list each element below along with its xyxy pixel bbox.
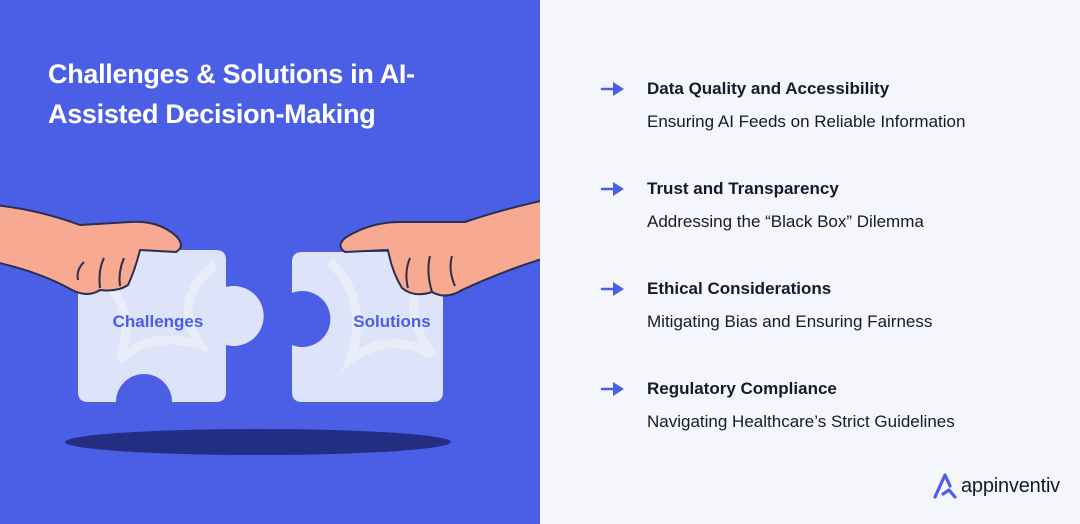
appinventiv-logo-icon <box>933 473 957 499</box>
page-title: Challenges & Solutions in AI- Assisted D… <box>48 54 478 134</box>
item-title: Regulatory Compliance <box>647 379 837 398</box>
arrow-right-icon <box>600 282 624 296</box>
right-panel: Data Quality and Accessibility Ensuring … <box>540 0 1080 524</box>
arrow-right-icon <box>600 382 624 396</box>
item-title: Data Quality and Accessibility <box>647 79 890 98</box>
puzzle-shadow <box>65 429 451 455</box>
item-title: Ethical Considerations <box>647 279 832 298</box>
puzzle-illustration: Challenges Solutions <box>0 200 540 455</box>
brand-name: appinventiv <box>961 475 1060 497</box>
arrow-right-icon <box>600 182 624 196</box>
puzzle-label-challenges: Challenges <box>113 312 204 331</box>
left-panel: Challenges & Solutions in AI- Assisted D… <box>0 0 540 524</box>
item-subtitle: Ensuring AI Feeds on Reliable Informatio… <box>647 112 966 131</box>
item-subtitle: Addressing the “Black Box” Dilemma <box>647 212 924 231</box>
arrow-right-icon <box>600 82 624 96</box>
brand-logo: appinventiv <box>933 471 1073 501</box>
item-subtitle: Navigating Healthcare’s Strict Guideline… <box>647 412 955 431</box>
item-subtitle: Mitigating Bias and Ensuring Fairness <box>647 312 933 331</box>
item-title: Trust and Transparency <box>647 179 839 198</box>
right-hand <box>339 200 540 297</box>
puzzle-label-solutions: Solutions <box>353 312 430 331</box>
page-title-line-1: Challenges & Solutions in AI- <box>48 59 415 89</box>
left-hand <box>0 204 182 295</box>
page-title-line-2: Assisted Decision-Making <box>48 99 376 129</box>
